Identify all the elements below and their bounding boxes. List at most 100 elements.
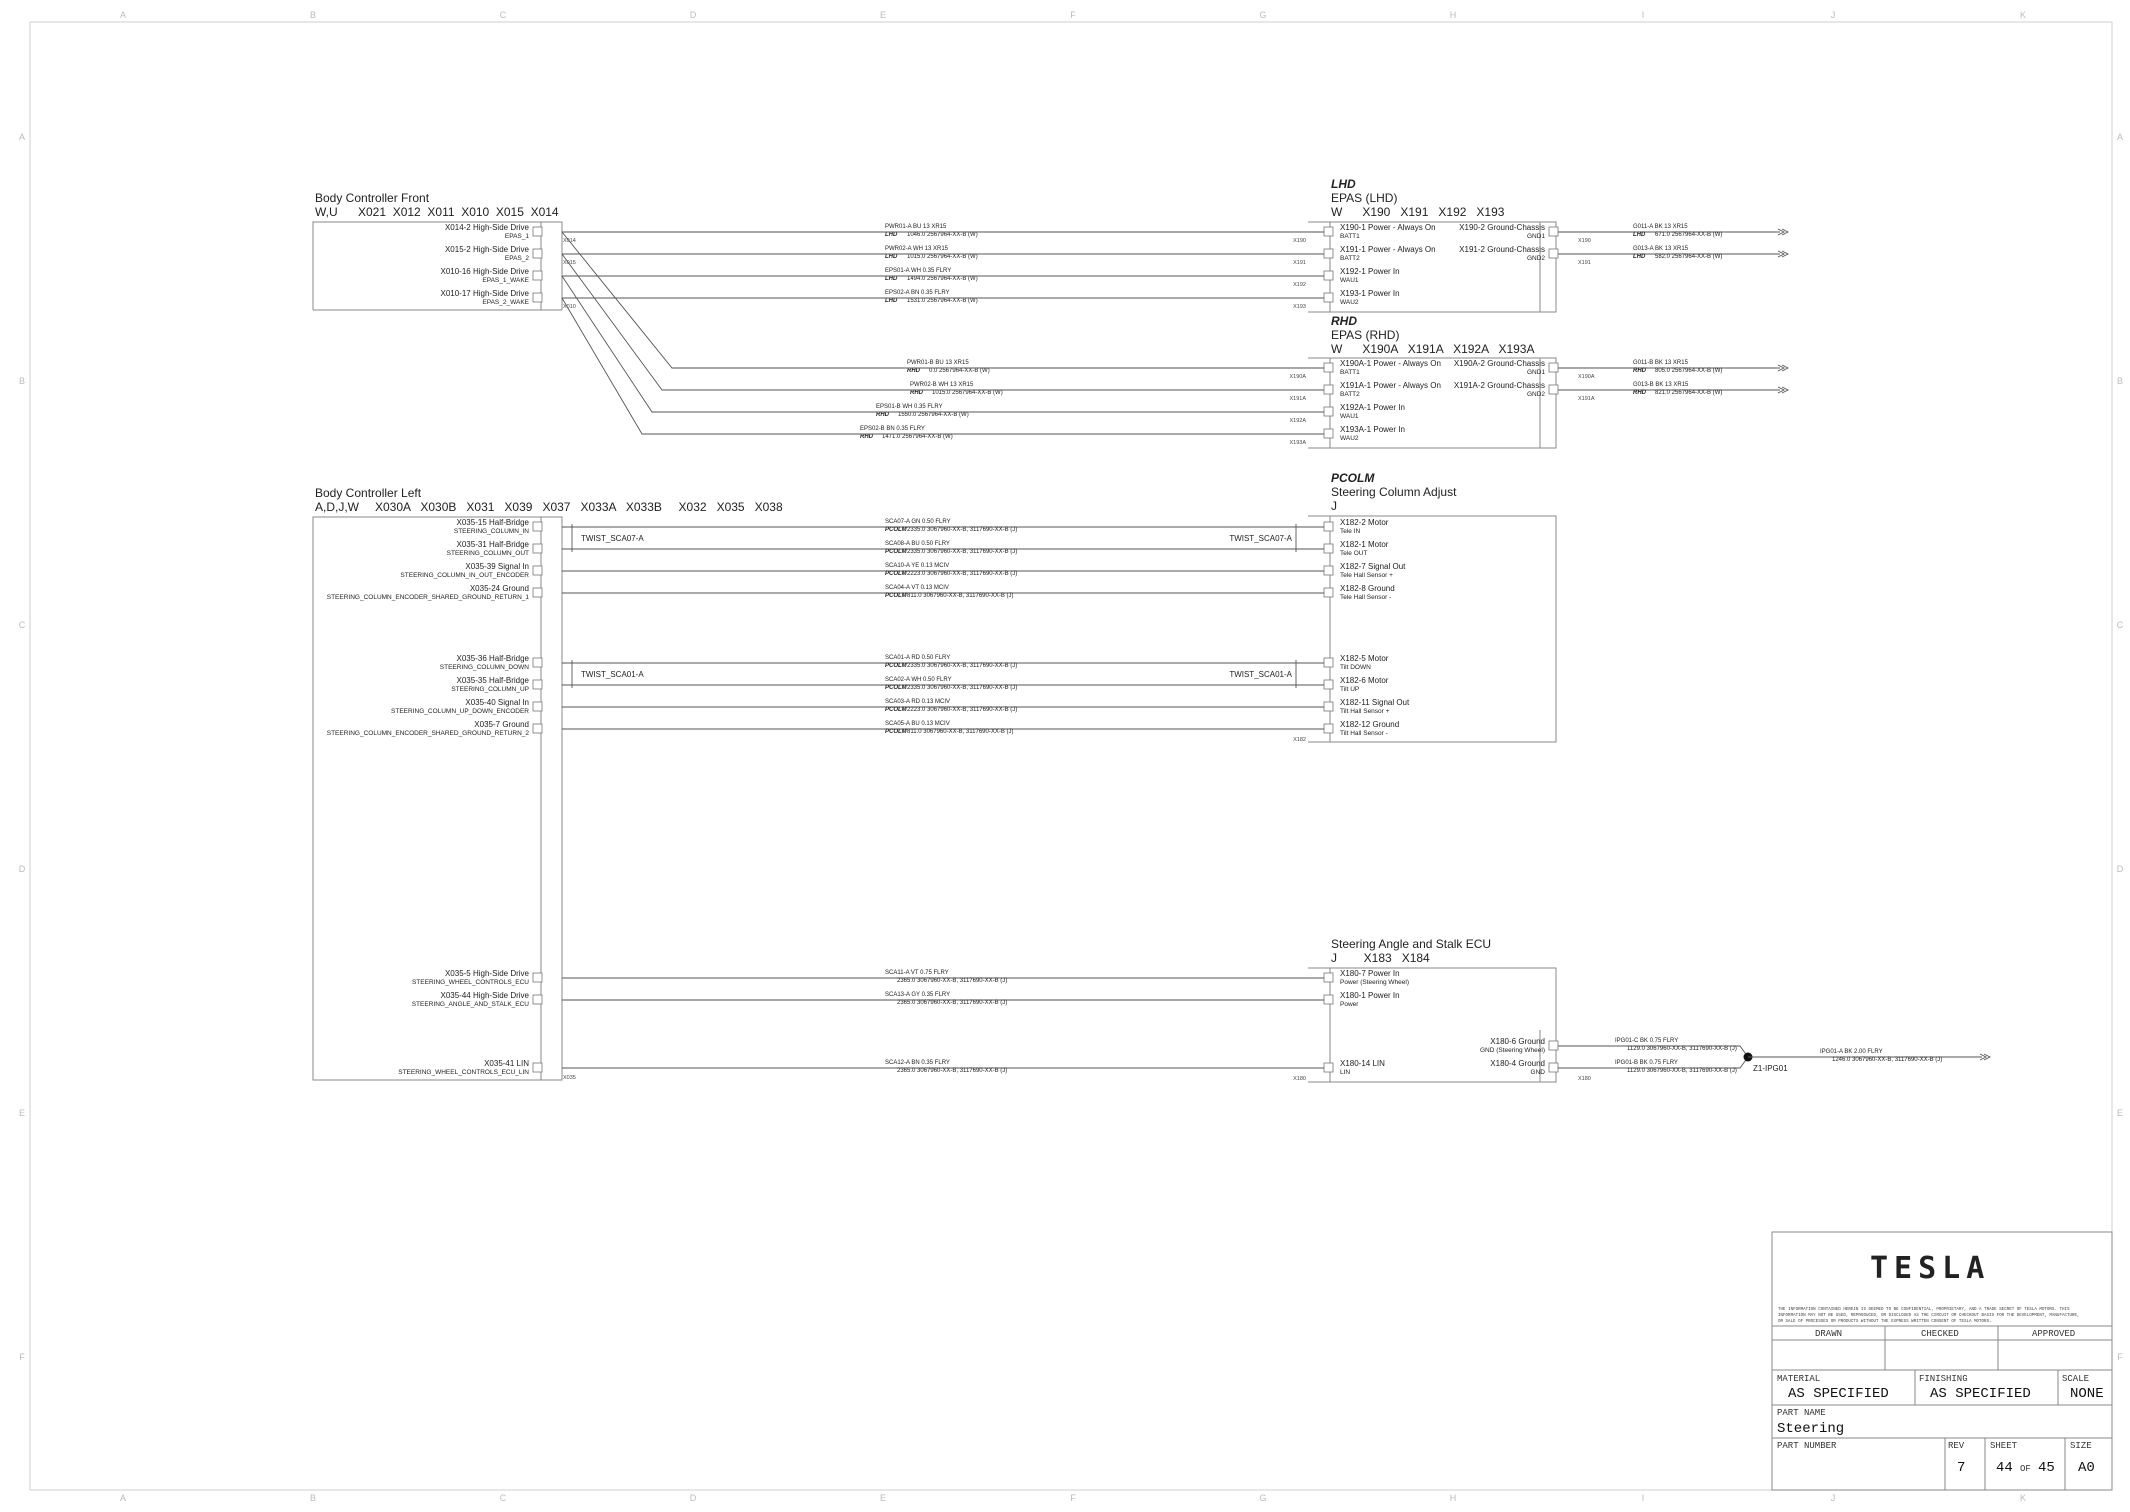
sas-gnd-wire-spec: IPG01-C BK 0.75 FLRY: [1615, 1038, 1678, 1044]
lhd-pin-label: X193-1 Power In: [1340, 289, 1400, 298]
pcolm-signal-name: Tilt Hall Sensor +: [1340, 708, 1390, 715]
sas-gnd-cavity: [1548, 1040, 1559, 1051]
sas-pin-cavity: [1323, 1062, 1334, 1073]
rhd-wire-variant: RHD: [876, 412, 890, 418]
pcolm-pin-cavity: [1323, 701, 1334, 712]
lhd-wire-variant: LHD: [885, 276, 898, 282]
bcl-signal-name: STEERING_COLUMN_UP_DOWN_ENCODER: [391, 708, 529, 715]
pcolm-wire-variant: PCOLM: [885, 729, 908, 735]
pcolm-pin-label: X182-11 Signal Out: [1340, 698, 1410, 707]
pcolm-wire-spec: SCA04-A VT 0.13 MCIV: [885, 585, 949, 591]
bcl-pin-cavity: [532, 994, 543, 1005]
epas-rhd: RHD EPAS (RHD) W X190A X191A X192A X193A…: [1289, 314, 1595, 449]
title-block: TESLA THE INFORMATION CONTAINED HEREIN I…: [1771, 1231, 2113, 1491]
lhd-signal-name: BATT2: [1340, 255, 1360, 262]
pcolm-wire-length-pn: 2223.0 3067960-XX-B, 3117690-XX-B (J): [907, 571, 1017, 577]
bcl-signal-name: STEERING_COLUMN_ENCODER_SHARED_GROUND_RE…: [327, 594, 530, 601]
lhd-wire-length-pn: 1494.0 2567964-XX-B (W): [907, 276, 978, 282]
grid-row-label-left: D: [19, 864, 26, 874]
steering-angle-stalk-ecu: Steering Angle and Stalk ECU J X183 X184…: [1293, 937, 1591, 1083]
pcolm-wire-variant: PCOLM: [885, 593, 908, 599]
pcolm-signal-name: Tilt UP: [1340, 686, 1359, 693]
rhd-connector-tag: X190A: [1289, 374, 1306, 380]
sas-gnd-signal: GND (Steering Wheel): [1480, 1047, 1545, 1054]
grid-row-label-right: B: [2117, 376, 2123, 386]
lhd-pin-label: X191-1 Power - Always On: [1340, 245, 1436, 254]
partname-value: Steering: [1777, 1421, 1844, 1437]
rhd-connector-tag: X192A: [1289, 418, 1306, 424]
size-value: A0: [2078, 1460, 2095, 1476]
pcolm-variant: PCOLM: [1331, 471, 1375, 485]
epas-rhd-box: [1308, 357, 1557, 449]
sas-gnd-wire-spec: IPG01-B BK 0.75 FLRY: [1615, 1060, 1678, 1066]
rhd-ground-arrow: [1777, 386, 1790, 394]
size-label: SIZE: [2070, 1441, 2092, 1451]
bcf-connector-tag: X010: [563, 304, 576, 310]
bcl-connectors: X030A X030B X031 X039 X037 X033A X033B X…: [375, 500, 783, 514]
pcolm-wire-spec: SCA10-A YE 0.13 MCIV: [885, 563, 949, 569]
bcf-pin-label: X015-2 High-Side Drive: [445, 245, 530, 254]
epas-rhd-variant: RHD: [1331, 314, 1357, 328]
bcl-signal-name: STEERING_COLUMN_IN_OUT_ENCODER: [400, 572, 529, 579]
sas-gnd-signal: GND: [1531, 1069, 1546, 1076]
pcolm-pin-cavity: [1323, 679, 1334, 690]
rhd-wire-variant: RHD: [910, 390, 924, 396]
rhd-signal-name: BATT1: [1340, 369, 1360, 376]
grid-row-label-right: C: [2117, 620, 2124, 630]
bcl-pin-label: X035-44 High-Side Drive: [441, 991, 530, 1000]
sas-gnd-pin-label: X180-4 Ground: [1490, 1059, 1545, 1068]
pcolm-pin-label: X182-7 Signal Out: [1340, 562, 1406, 571]
scale-value: NONE: [2070, 1386, 2104, 1402]
bcl-pin-cavity: [532, 972, 543, 983]
pcolm-title: Steering Column Adjust: [1331, 485, 1457, 499]
grid-row-label-left: A: [19, 132, 25, 142]
lhd-wire-length-pn: 1046.0 2567964-XX-B (W): [907, 232, 978, 238]
bcl-pin-cavity: [532, 587, 543, 598]
pcolm-pin-label: X182-5 Motor: [1340, 654, 1389, 663]
pcolm-signal-name: Tele Hall Sensor -: [1340, 594, 1391, 601]
rhd-signal-name: WAU1: [1340, 413, 1359, 420]
bcf-pin-label: X014-2 High-Side Drive: [445, 223, 530, 232]
rhd-wire-spec: PWR02-B WH 13 XR15: [910, 382, 974, 388]
twisted-pair-label-right: TWIST_SCA07-A: [1229, 534, 1292, 543]
pcolm-signal-name: Tilt Hall Sensor -: [1340, 730, 1388, 737]
lhd-gnd-cavity: [1548, 226, 1559, 237]
pcolm-pin-cavity: [1323, 521, 1334, 532]
bcf-pin-cavity: [532, 226, 543, 237]
sas-signal-name: Power (Steering Wheel): [1340, 979, 1409, 986]
lhd-wire-length-pn: 1015.0 2567964-XX-B (W): [907, 254, 978, 260]
bcl-pin-cavity: [532, 657, 543, 668]
partnumber-label: PART NUMBER: [1777, 1441, 1837, 1451]
pcolm-connector-tag: X182: [1293, 737, 1306, 743]
sas-pin-label: X180-7 Power In: [1340, 969, 1400, 978]
lhd-wire-spec: EPS01-A WH 0.35 FLRY: [885, 268, 951, 274]
rhd-gnd-tag: X190A: [1578, 374, 1595, 380]
legal-line-3: OR SALE OF PROCESSES OR PRODUCTS WITHOUT…: [1778, 1320, 1992, 1324]
grid-row-label-right: D: [2117, 864, 2124, 874]
lhd-pin-cavity: [1323, 226, 1334, 237]
grid-col-label-top: J: [1831, 10, 1836, 20]
bcf-signal-name: EPAS_2_WAKE: [482, 299, 529, 306]
grid-col-label-bottom: D: [690, 1493, 697, 1503]
sas-signal-name: Power: [1340, 1001, 1359, 1008]
grid-row-label-right: E: [2117, 1108, 2123, 1118]
lhd-connector-tag: X193: [1293, 304, 1306, 310]
pcolm-pin-label: X182-1 Motor: [1340, 540, 1389, 549]
lhd-pin-cavity: [1323, 270, 1334, 281]
rhd-pin-label: X193A-1 Power In: [1340, 425, 1405, 434]
pcolm-wire-spec: SCA01-A RD 0.50 FLRY: [885, 655, 950, 661]
bcl-pin-label: X035-35 Half-Bridge: [457, 676, 530, 685]
pcolm-connectors: J: [1331, 499, 1337, 513]
epas-lhd-variant: LHD: [1331, 177, 1356, 191]
pcolm-signal-name: Tele Hall Sensor +: [1340, 572, 1393, 579]
sas-signal-name: LIN: [1340, 1069, 1350, 1076]
finishing-value: AS SPECIFIED: [1930, 1386, 2031, 1402]
grid-col-label-bottom: J: [1831, 1493, 1836, 1503]
grid-col-label-bottom: B: [310, 1493, 316, 1503]
grid-row-label-left: F: [19, 1352, 25, 1362]
rhd-gnd-wire-length-pn: 821.0 2567964-XX-B (W): [1655, 390, 1722, 396]
bcl-pin-cavity: [532, 543, 543, 554]
bcl-title: Body Controller Left: [315, 486, 422, 500]
grid-col-label-top: A: [120, 10, 126, 20]
bcf-pin-cavity: [532, 292, 543, 303]
